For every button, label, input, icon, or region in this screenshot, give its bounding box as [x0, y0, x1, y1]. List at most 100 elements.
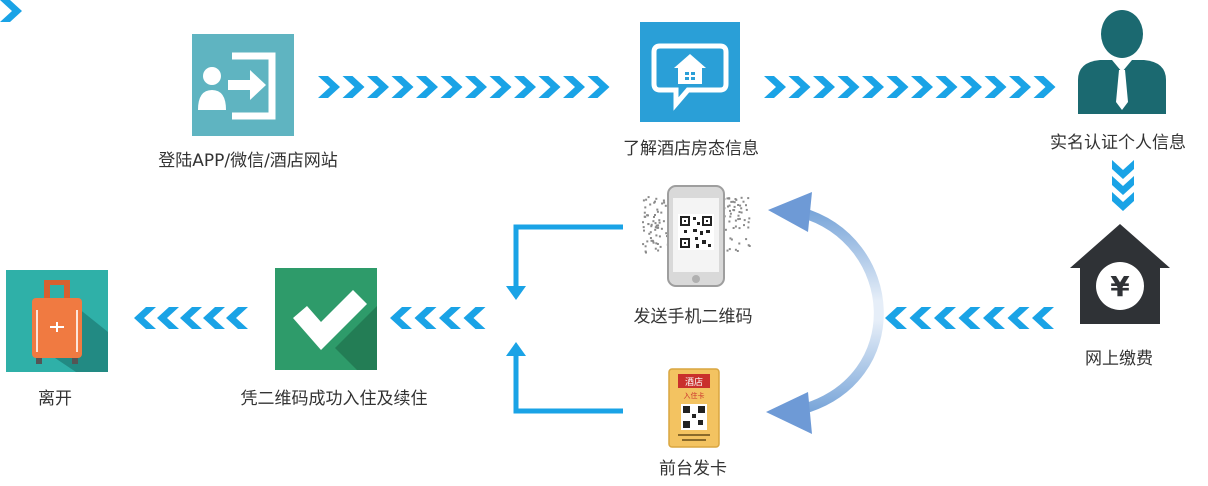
step-qr-phone — [640, 184, 752, 290]
chevron-arrow-icon — [318, 76, 340, 98]
chevron-arrow-icon — [180, 307, 202, 329]
card-brand-text: 酒店 — [685, 376, 703, 388]
chevron-arrow-icon — [764, 76, 786, 98]
qr-noise-dot — [642, 199, 645, 202]
chevrons-row-1 — [318, 76, 610, 98]
qr-noise-dot — [733, 201, 736, 204]
qr-noise-dot — [654, 222, 657, 225]
login-door-icon — [192, 34, 294, 136]
qr-noise-dot — [738, 217, 741, 220]
qr-noise-dot — [745, 204, 747, 207]
step-pay-label: 网上缴费 — [1085, 349, 1153, 369]
qr-noise-dot — [727, 205, 729, 208]
qr-noise-dot — [738, 242, 741, 245]
qr-noise-dot — [748, 245, 751, 247]
step-card: 酒店 入住卡 — [668, 368, 720, 448]
chevron-arrow-icon — [1112, 176, 1134, 195]
qr-noise-dot — [663, 201, 666, 204]
chevron-arrow-icon — [390, 307, 412, 329]
curve-arrowhead-bottom — [766, 392, 812, 434]
qr-noise-dot — [655, 234, 658, 237]
qr-noise-dot — [655, 224, 658, 227]
qr-noise-dot — [729, 237, 732, 240]
qr-noise-dot — [655, 197, 658, 200]
chevron-arrow-icon — [416, 76, 438, 98]
qr-noise-dot — [742, 200, 745, 203]
qr-noise-dot — [654, 247, 657, 250]
qr-noise-dot — [743, 224, 745, 227]
qr-noise-dot — [649, 237, 652, 239]
qr-noise-dot — [659, 245, 662, 248]
qr-noise-dot — [745, 208, 748, 211]
qr-noise-dot — [654, 214, 656, 216]
qr-noise-dot — [745, 238, 748, 241]
person-icon — [1078, 10, 1166, 114]
qr-noise-dot — [652, 220, 655, 223]
chevrons-row-2 — [764, 76, 1056, 98]
qr-noise-dot — [648, 232, 651, 235]
qr-noise-dot — [732, 200, 735, 203]
qr-noise-dot — [646, 240, 649, 243]
qr-noise-dot — [650, 239, 653, 242]
qr-noise-dot — [657, 224, 660, 227]
qr-noise-dot — [645, 198, 648, 201]
chevron-arrow-icon — [465, 76, 487, 98]
qr-noise-dot — [647, 214, 649, 217]
step-room-info — [640, 22, 740, 122]
qr-noise-dot — [729, 212, 732, 215]
chevrons-row-4 — [390, 307, 486, 329]
curve-arrow — [795, 207, 884, 415]
step-verify — [1076, 6, 1168, 114]
qr-noise-dot — [736, 250, 739, 252]
chevron-arrow-icon — [935, 76, 958, 98]
qr-noise-dot — [658, 221, 661, 224]
qr-noise-dot — [660, 211, 663, 214]
qr-card-icon: 酒店 入住卡 — [668, 368, 720, 448]
connector-card — [513, 352, 623, 414]
chevron-arrow-icon — [342, 76, 365, 98]
qr-noise-dot — [728, 248, 731, 251]
connector-card-arrowhead — [506, 342, 526, 356]
checkmark-icon — [275, 268, 377, 370]
chevron-arrow-icon — [958, 307, 981, 329]
qr-noise-dot — [644, 250, 647, 253]
chevron-arrow-icon — [837, 76, 860, 98]
qr-noise-dot — [644, 206, 647, 209]
step-verify-label: 实名认证个人信息 — [1050, 133, 1186, 153]
qr-noise-dot — [734, 219, 737, 222]
qr-noise-dot — [747, 226, 750, 229]
chevron-arrow-icon — [934, 307, 956, 329]
qr-noise-dot — [739, 204, 742, 207]
chevron-arrow-icon — [813, 76, 835, 98]
qr-noise-dot — [650, 225, 653, 228]
chevron-arrow-icon — [440, 76, 463, 98]
qr-noise-dot — [740, 196, 743, 199]
step-card-label: 前台发卡 — [659, 459, 727, 479]
qr-noise-dot — [747, 197, 750, 200]
qr-noise-dot — [647, 196, 650, 199]
chevron-arrow-icon — [414, 307, 437, 329]
qr-noise-dot — [737, 214, 740, 217]
qr-noise-dot — [738, 227, 741, 230]
qr-noise-dot — [729, 215, 732, 218]
qr-noise-dot — [733, 205, 736, 208]
chevron-arrow-icon — [1007, 307, 1030, 329]
chevron-arrow-icon — [489, 76, 512, 98]
qr-noise-dot — [661, 202, 664, 205]
chevron-arrow-icon — [463, 307, 486, 329]
suitcase-icon — [6, 270, 108, 372]
qr-noise-dot — [642, 226, 645, 229]
chevron-arrow-icon — [226, 307, 248, 329]
qr-noise-dot — [730, 200, 733, 203]
chevron-arrow-icon — [1009, 76, 1031, 98]
curve-arrowhead-top — [768, 192, 812, 232]
chevron-arrow-icon — [886, 76, 909, 98]
qr-noise-dot — [653, 216, 655, 218]
qr-noise-dot — [662, 220, 665, 223]
chevron-arrow-icon — [862, 76, 884, 98]
qr-noise-dot — [654, 228, 657, 231]
qr-noise-dot — [737, 204, 740, 206]
qr-noise-dot — [642, 243, 645, 246]
step-leave-label: 离开 — [38, 389, 72, 409]
